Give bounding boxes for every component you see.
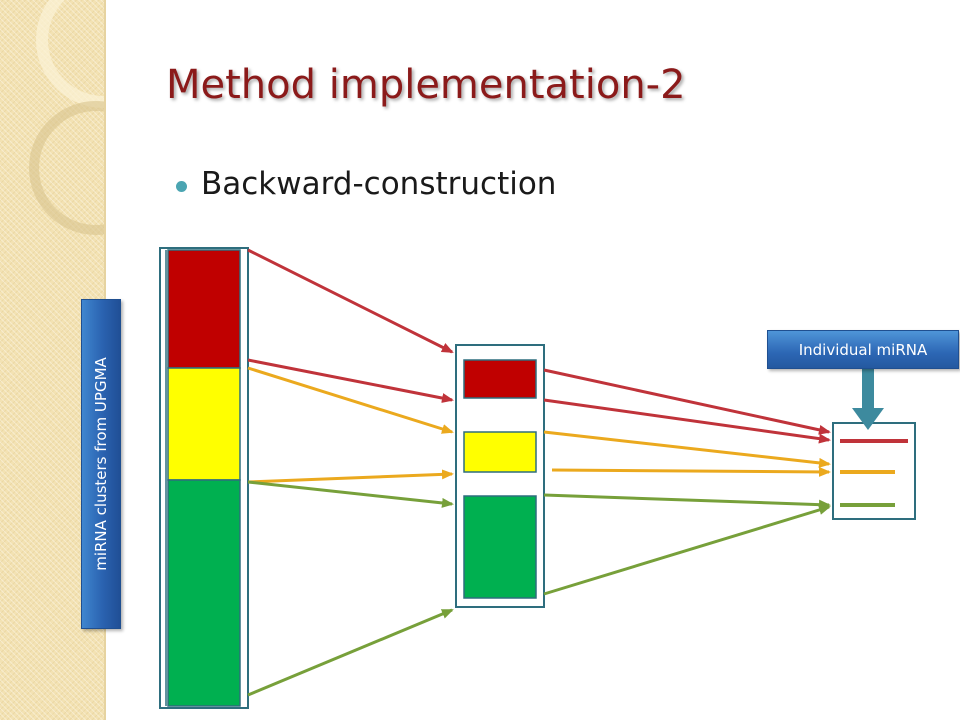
middle-yellow-block — [463, 431, 537, 473]
arrow-mid-red-bottom — [543, 398, 831, 444]
pointer-arrowhead-icon — [852, 408, 884, 430]
left-green-block — [167, 479, 241, 707]
bullet-item: Backward-construction — [176, 166, 556, 202]
arrow-mid-green-bottom — [543, 505, 831, 596]
middle-green-block — [463, 495, 537, 599]
arrow-left-yellow-bottom — [247, 469, 454, 484]
clusters-label-text: miRNA clusters from UPGMA — [92, 357, 110, 571]
bullet-text: Backward-construction — [201, 166, 557, 202]
arrow-left-green-top — [247, 480, 454, 508]
arrow-left-yellow-top — [247, 366, 454, 434]
pointer-shaft — [862, 368, 874, 420]
individual-mirna-label-text: Individual miRNA — [798, 340, 928, 359]
arrow-left-red-bottom — [247, 358, 454, 403]
arrow-left-red-top — [247, 248, 454, 354]
arrow-mid-yellow-top — [543, 430, 831, 468]
middle-red-block — [463, 359, 537, 399]
arrow-mid-yellow-bottom — [551, 466, 831, 477]
clusters-label-box: miRNA clusters from UPGMA — [81, 299, 121, 629]
arrow-mid-red-top — [543, 368, 831, 435]
individual-mirna-label-box: Individual miRNA — [767, 330, 959, 369]
left-red-block — [167, 249, 241, 369]
arrow-mid-green-top — [543, 493, 831, 510]
left-yellow-block — [167, 367, 241, 481]
bullet-dot-icon — [176, 180, 187, 192]
slide-title: Method implementation-2 — [166, 62, 686, 108]
arrow-left-green-bottom — [247, 608, 454, 697]
